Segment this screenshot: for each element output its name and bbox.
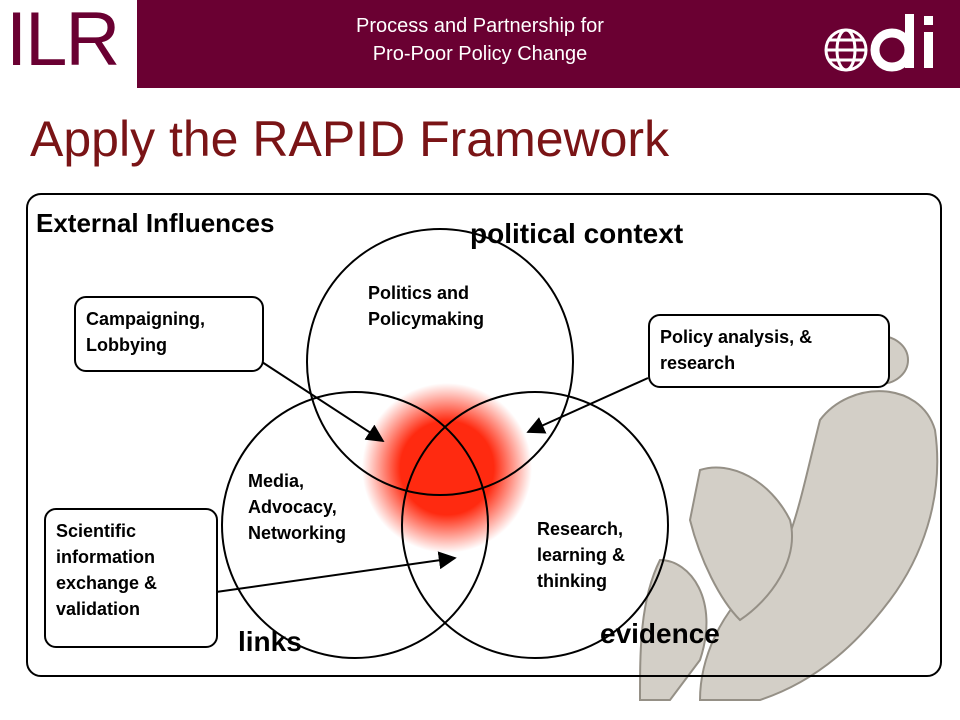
header-tagline: Process and Partnership for Pro-Poor Pol… [300,12,660,68]
politics-policymaking-label: Politics and Policymaking [368,283,485,329]
media-advocacy-label: Media, Advocacy, Networking [248,471,347,543]
tagline-line-1: Process and Partnership for [356,15,604,37]
arrow-policy-analysis [526,377,649,434]
policy-analysis-box: Policy analysis, & research [648,314,890,388]
odi-logo: odi [824,14,933,72]
tagline-line-2: Pro-Poor Policy Change [372,43,588,65]
header-bar [137,0,960,88]
links-label: links [238,626,302,657]
scientific-exchange-box: Scientific information exchange & valida… [44,508,218,648]
center-glow [362,383,532,553]
ilri-logo: ILRI [6,0,139,82]
campaigning-box: Campaigning, Lobbying [74,296,264,372]
political-context-label: political context [470,218,684,249]
links-circle [221,391,489,659]
arrow-campaigning [261,361,385,442]
evidence-label: evidence [600,618,720,649]
page-title: Apply the RAPID Framework [30,111,670,167]
arrow-scientific-exchange [215,551,457,593]
thinker-statue-image [638,335,939,701]
research-learning-label: Research, learning & thinking [537,519,626,591]
globe-icon [824,28,868,72]
external-influences-frame [26,193,942,677]
evidence-circle [401,391,669,659]
political-context-circle [306,228,574,496]
external-influences-label: External Influences [36,208,275,238]
